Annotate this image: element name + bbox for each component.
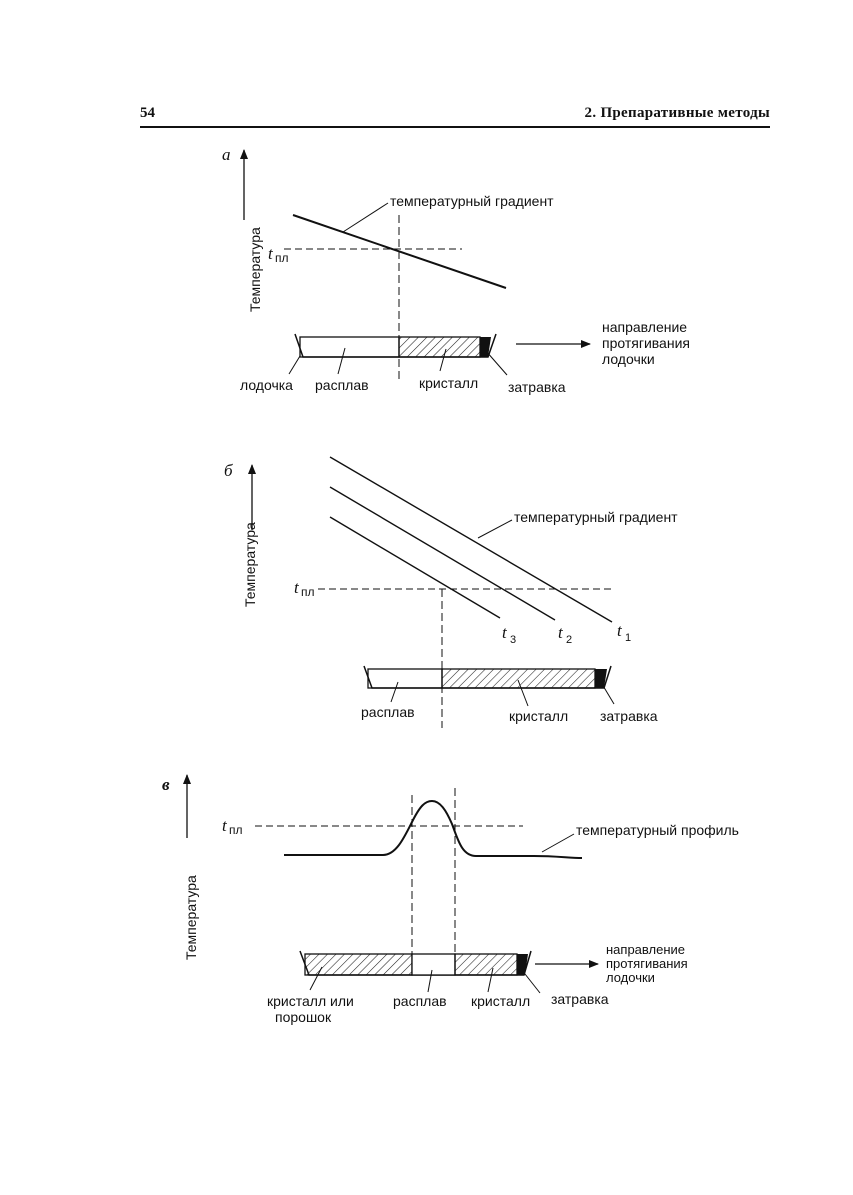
panel-b-time-subscript-t3: 3 — [510, 634, 516, 646]
panel-c-letter: в — [162, 775, 170, 794]
panel-b-tpl-subscript: пл — [301, 585, 315, 599]
panel-c-powder-zone — [304, 953, 413, 976]
panel-a: a Температура температурный градиент t п… — [222, 145, 690, 395]
panel-a-tpl-subscript: пл — [275, 251, 289, 265]
panel-c-melt-zone — [411, 953, 456, 976]
panel-c-crystal-label: кристалл — [471, 993, 530, 1009]
panel-a-boat-label: лодочка — [240, 377, 293, 393]
panel-b-time-label-t1: t — [617, 621, 623, 640]
panel-b-time-label-t2: t — [558, 623, 564, 642]
panel-a-tpl-symbol: t — [268, 244, 274, 263]
panel-c-temperature-profile — [284, 799, 583, 859]
panel-c-tpl-subscript: пл — [229, 823, 243, 837]
panel-b-letter: б — [224, 461, 233, 480]
panel-b-seed-leader — [601, 683, 615, 705]
panel-a-seed-leader — [485, 350, 508, 376]
panel-b-gradient-line-t1 — [329, 456, 613, 623]
panel-a-crystal-zone — [398, 336, 481, 358]
panel-b-crystal-leader — [517, 679, 529, 707]
panel-b-time-subscript-t2: 2 — [566, 634, 572, 646]
chapter-title: 2. Препаративные методы — [584, 105, 770, 121]
panel-a-direction-line-3: лодочки — [602, 351, 655, 367]
panel-c: в Температура t пл температурный профиль… — [162, 774, 739, 1025]
panel-b: б Температура температурный градиент t п… — [224, 456, 678, 728]
panel-b-axis-label: Температура — [242, 522, 258, 607]
panel-c-powder-leader — [309, 966, 323, 991]
panel-c-direction-line-2: протягивания — [606, 956, 688, 971]
panel-c-tpl-symbol: t — [222, 816, 228, 835]
panel-b-crystal-label: кристалл — [509, 708, 568, 724]
panel-c-crystal-leader — [487, 967, 494, 993]
panel-a-letter: a — [222, 145, 231, 164]
panel-b-gradient-label: температурный градиент — [514, 509, 678, 525]
panel-a-direction-line-2: протягивания — [602, 335, 690, 351]
panel-a-melt-zone — [299, 336, 400, 358]
panel-c-powder-label-2: порошок — [275, 1009, 332, 1025]
panel-b-melt-zone — [367, 668, 443, 689]
panel-c-direction-line-3: лодочки — [606, 970, 655, 985]
panel-b-melt-leader — [390, 681, 399, 703]
page-number: 54 — [140, 105, 155, 121]
panel-b-gradient-line-t3 — [329, 516, 501, 619]
panel-b-seed-label: затравка — [600, 708, 658, 724]
panel-c-axis-label: Температура — [183, 875, 199, 960]
panel-a-direction-line-1: направление — [602, 319, 687, 335]
panel-b-time-label-t3: t — [502, 623, 508, 642]
panel-a-crystal-label: кристалл — [419, 375, 478, 391]
panel-a-melt-label: расплав — [315, 377, 369, 393]
panel-a-gradient-label: температурный градиент — [390, 193, 554, 209]
panel-a-boat-leader — [288, 355, 301, 375]
panel-a-axis-label: Температура — [247, 227, 263, 312]
panel-c-profile-label: температурный профиль — [576, 822, 739, 838]
panel-c-melt-label: расплав — [393, 993, 447, 1009]
panel-b-gradient-leader — [477, 519, 513, 539]
panel-c-seed-leader — [524, 973, 541, 994]
panel-c-direction-line-1: направление — [606, 942, 685, 957]
panel-b-crystal-zone — [441, 668, 596, 689]
page-header: 54 2. Препаративные методы — [140, 102, 770, 128]
panel-a-seed — [480, 337, 491, 357]
panel-a-crystal-leader — [439, 348, 447, 372]
panel-c-crystal-zone — [454, 953, 518, 976]
panel-a-gradient-leader — [342, 202, 389, 233]
panel-b-tpl-symbol: t — [294, 578, 300, 597]
panel-c-seed-label: затравка — [551, 991, 609, 1007]
panel-a-melt-leader — [337, 347, 346, 375]
panel-c-profile-leader — [541, 833, 575, 853]
panel-b-seed — [595, 669, 607, 688]
panel-b-melt-label: расплав — [361, 704, 415, 720]
panel-a-seed-label: затравка — [508, 379, 566, 395]
panel-c-seed — [517, 954, 528, 975]
panel-b-time-subscript-t1: 1 — [625, 632, 631, 644]
panel-c-melt-leader — [427, 969, 433, 993]
panel-b-gradient-line-t2 — [329, 486, 556, 621]
panel-c-powder-label-1: кристалл или — [267, 993, 354, 1009]
